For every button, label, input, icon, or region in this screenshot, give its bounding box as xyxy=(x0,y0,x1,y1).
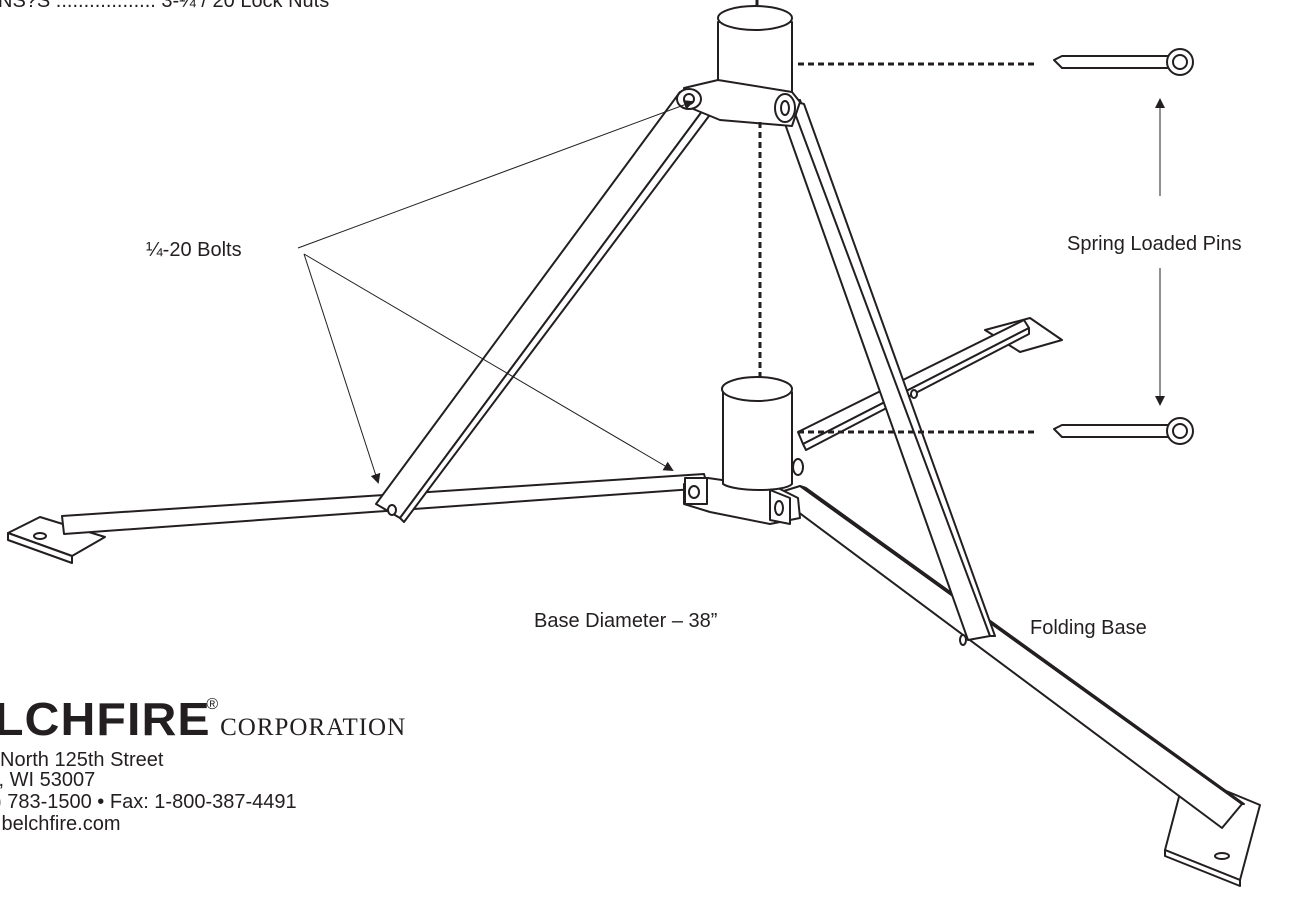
spring-pins-label: Spring Loaded Pins xyxy=(1067,233,1242,255)
parts-list-fragment: NS?S .................. 3-¼ / 20 Lock Nu… xyxy=(0,0,330,12)
logo-corporation: CORPORATION xyxy=(220,714,407,741)
back-right-leg xyxy=(792,317,1063,476)
spring-pin-bottom xyxy=(1053,417,1194,445)
top-collar xyxy=(676,5,801,127)
spring-pin-top xyxy=(1053,48,1194,76)
left-leg xyxy=(7,473,709,564)
alignment-dashes xyxy=(755,0,1034,434)
bolts-label: ¼-20 Bolts xyxy=(146,239,242,261)
folding-base-label: Folding Base xyxy=(1030,617,1147,639)
front-right-leg xyxy=(773,485,1261,887)
company-logo: LCHFIRE®CORPORATION xyxy=(0,692,406,746)
bolt-leaders xyxy=(297,100,694,484)
address-website: .belchfire.com xyxy=(0,813,121,835)
logo-wordmark: LCHFIRE xyxy=(0,693,211,745)
address-city: r, WI 53007 xyxy=(0,769,96,791)
base-diameter-label: Base Diameter – 38” xyxy=(534,610,718,632)
registered-mark: ® xyxy=(206,696,219,713)
address-street: North 125th Street xyxy=(0,749,164,771)
address-phone-fax: ) 783-1500 • Fax: 1-800-387-4491 xyxy=(0,791,297,813)
bottom-collar xyxy=(683,376,801,525)
